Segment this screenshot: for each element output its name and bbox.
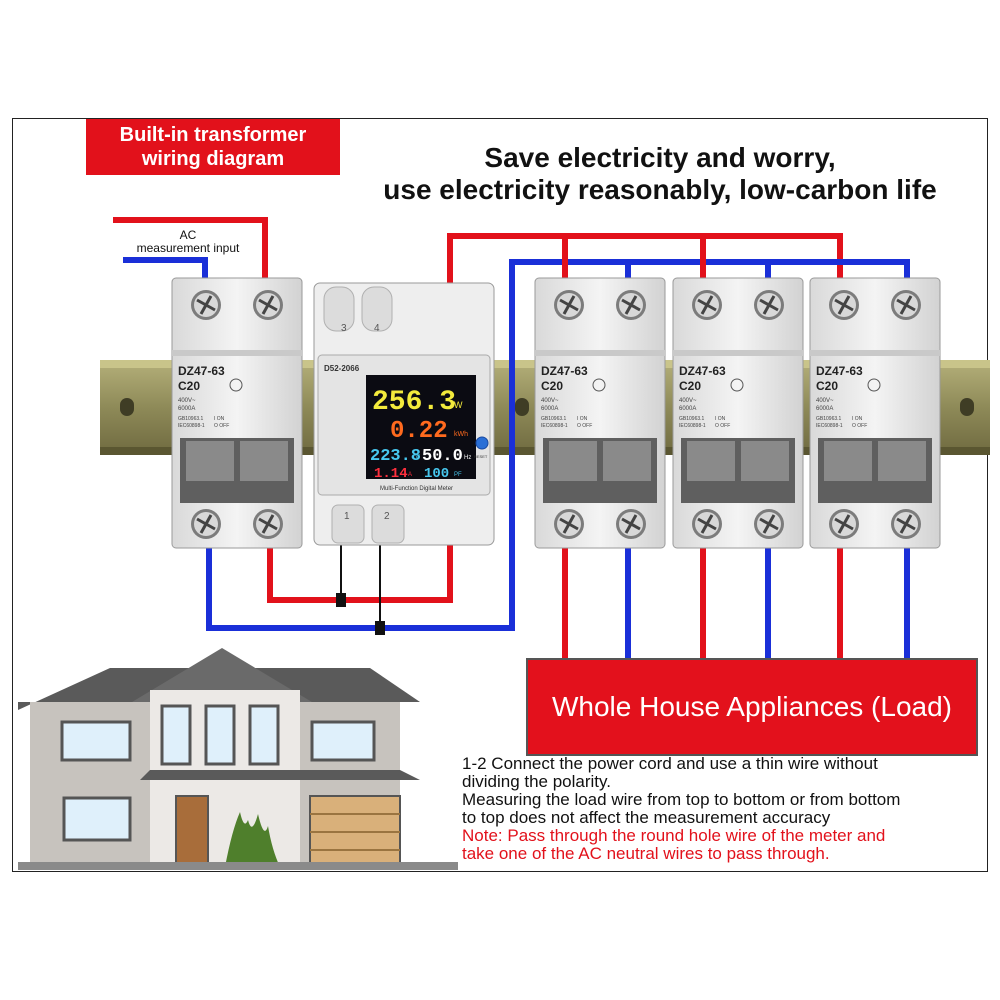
- meter-sense-wires: [340, 540, 381, 628]
- svg-text:400V~: 400V~: [541, 398, 559, 404]
- meter-model: D52-2066: [324, 364, 360, 373]
- load-box: Whole House Appliances (Load): [526, 658, 978, 756]
- voltage-reading: 223.8: [370, 447, 421, 466]
- svg-text:6000A: 6000A: [816, 406, 833, 412]
- badge-line-1: Built-in transformer: [119, 124, 307, 146]
- diagram-frame: [12, 118, 988, 872]
- digital-meter: 3 4 D52-2066 256.3 W 0.22 kWh 223.8 V 50…: [313, 282, 495, 546]
- breaker-model: DZ47-63: [541, 364, 588, 378]
- svg-text:Hz: Hz: [464, 455, 471, 461]
- branch-breaker-3: DZ47-63 C20 400V~ 6000A GB10963.1 IEC608…: [809, 277, 941, 549]
- terminal-3: 3: [341, 323, 347, 334]
- svg-text:6000A: 6000A: [679, 406, 696, 412]
- breaker-model: DZ47-63: [679, 364, 726, 378]
- meter-caption: Multi-Function Digital Meter: [380, 486, 453, 492]
- warning-line: take one of the AC neutral wires to pass…: [462, 844, 830, 863]
- main-breaker: DZ47-63 C20 400V~ 6000A GB10963.1 IEC608…: [171, 277, 303, 549]
- svg-text:I ON: I ON: [715, 416, 726, 422]
- svg-text:GB10963.1: GB10963.1: [178, 416, 204, 422]
- svg-text:A: A: [408, 472, 412, 478]
- svg-text:400V~: 400V~: [816, 398, 834, 404]
- svg-text:6000A: 6000A: [178, 406, 195, 412]
- terminal-2: 2: [384, 511, 390, 522]
- svg-text:400V~: 400V~: [679, 398, 697, 404]
- breaker-rating: C20: [178, 379, 200, 393]
- current-reading: 1.14: [374, 466, 408, 482]
- note-line: 1-2 Connect the power cord and use a thi…: [462, 754, 878, 773]
- terminal-1: 1: [344, 511, 350, 522]
- note-line: to top does not affect the measurement a…: [462, 808, 831, 827]
- breaker-toggle: [549, 441, 597, 481]
- branch-breaker-1: DZ47-63 C20 400V~ 6000A GB10963.1 IEC608…: [534, 277, 666, 549]
- svg-text:I ON: I ON: [214, 416, 225, 422]
- svg-text:I ON: I ON: [577, 416, 588, 422]
- reset-button: [475, 436, 489, 450]
- svg-text:W: W: [454, 400, 463, 410]
- frequency-reading: 50.0: [422, 447, 463, 466]
- branch-breaker-2: DZ47-63 C20 400V~ 6000A GB10963.1 IEC608…: [672, 277, 804, 549]
- svg-text:IEC60898-1: IEC60898-1: [178, 423, 205, 429]
- svg-text:RESET: RESET: [474, 454, 488, 459]
- house-illustration: [18, 648, 458, 870]
- live-input-wire: [113, 217, 268, 278]
- breaker-toggle: [186, 441, 234, 481]
- breaker-toggle: [824, 441, 872, 481]
- svg-text:V: V: [415, 454, 420, 461]
- terminal-4: 4: [374, 323, 380, 334]
- svg-text:I ON: I ON: [852, 416, 863, 422]
- pf-reading: 100: [424, 466, 449, 482]
- instructions-text: 1-2 Connect the power cord and use a thi…: [462, 755, 987, 863]
- energy-reading: 0.22: [390, 418, 448, 445]
- svg-text:6000A: 6000A: [541, 406, 558, 412]
- svg-text:O OFF: O OFF: [852, 423, 867, 429]
- svg-text:400V~: 400V~: [178, 398, 196, 404]
- svg-text:PF: PF: [454, 472, 462, 478]
- breaker-toggle: [687, 441, 735, 481]
- breaker-model: DZ47-63: [816, 364, 863, 378]
- load-neutral-wires: [625, 548, 910, 660]
- breaker-rating: C20: [679, 379, 701, 393]
- svg-text:O OFF: O OFF: [577, 423, 592, 429]
- ac-input-label: AC measurement input: [136, 228, 240, 255]
- svg-text:GB10963.1: GB10963.1: [541, 416, 567, 422]
- wiring-diagram-badge: Built-in transformer wiring diagram: [86, 119, 340, 175]
- meter-display: [366, 375, 476, 479]
- neutral-output-wire: [206, 259, 910, 631]
- breaker-rating: C20: [816, 379, 838, 393]
- headline: Save electricity and worry, use electric…: [300, 142, 1000, 206]
- svg-text:O OFF: O OFF: [715, 423, 730, 429]
- svg-text:GB10963.1: GB10963.1: [679, 416, 705, 422]
- badge-line-2: wiring diagram: [141, 148, 285, 170]
- warning-line: Note: Pass through the round hole wire o…: [462, 826, 886, 845]
- svg-text:GB10963.1: GB10963.1: [816, 416, 842, 422]
- branch-breakers: DZ47-63 C20 400V~ 6000A GB10963.1 IEC608…: [534, 277, 941, 549]
- svg-text:IEC60898-1: IEC60898-1: [816, 423, 843, 429]
- load-live-wires: [562, 548, 843, 660]
- headline-line-1: Save electricity and worry,: [484, 142, 836, 173]
- note-line: Measuring the load wire from top to bott…: [462, 790, 901, 809]
- breaker-model: DZ47-63: [178, 364, 225, 378]
- svg-text:O OFF: O OFF: [214, 423, 229, 429]
- svg-text:kWh: kWh: [454, 431, 468, 438]
- note-line: dividing the polarity.: [462, 772, 611, 791]
- breaker-rating: C20: [541, 379, 563, 393]
- headline-line-2: use electricity reasonably, low-carbon l…: [383, 174, 937, 205]
- load-label: Whole House Appliances (Load): [551, 691, 952, 722]
- svg-text:IEC60898-1: IEC60898-1: [679, 423, 706, 429]
- svg-text:IEC60898-1: IEC60898-1: [541, 423, 568, 429]
- power-reading: 256.3: [372, 387, 456, 418]
- neutral-input-wire: [123, 257, 208, 278]
